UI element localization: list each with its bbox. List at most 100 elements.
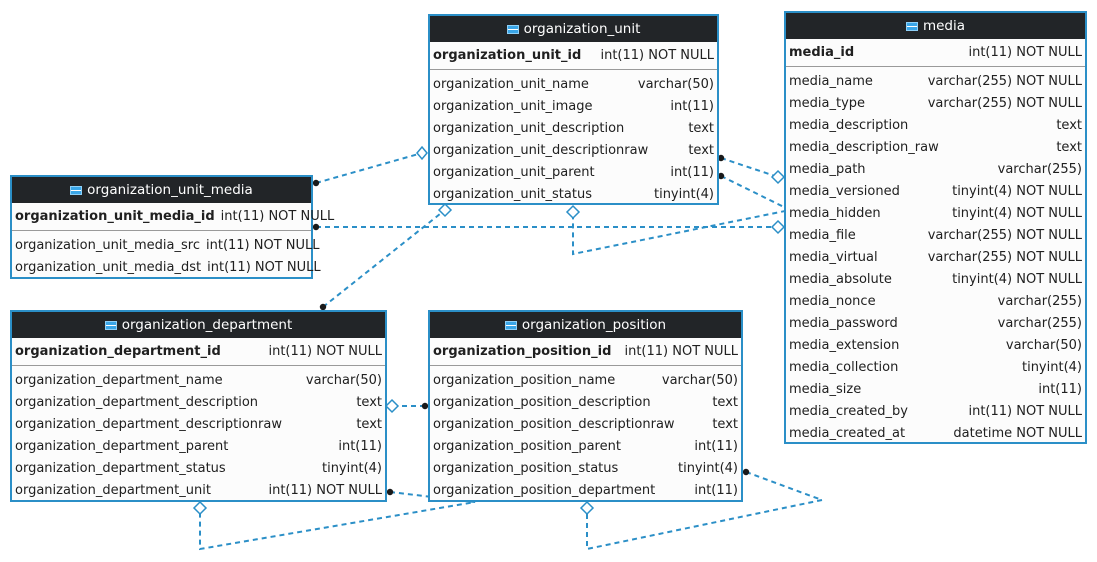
column-type: tinyint(4) (653, 186, 714, 202)
table-header[interactable]: media (786, 13, 1085, 39)
diamond-marker (437, 202, 453, 218)
dot-marker (312, 179, 320, 187)
primary-key-row[interactable]: media_id int(11) NOT NULL (786, 39, 1085, 67)
table-title: organization_position (521, 317, 667, 333)
column-row[interactable]: media_hidden tinyint(4) NOT NULL (786, 202, 1085, 224)
column-type: int(11) NOT NULL (968, 45, 1082, 60)
table-header[interactable]: organization_department (12, 312, 385, 338)
table-organization-unit-media[interactable]: organization_unit_media organization_uni… (10, 175, 334, 279)
column-type: varchar(50) (661, 372, 738, 388)
table-organization-unit[interactable]: organization_unit organization_unit_id i… (428, 14, 719, 205)
column-type: varchar(50) (305, 372, 382, 388)
column-row[interactable]: media_type varchar(255) NOT NULL (786, 92, 1085, 114)
primary-key-row[interactable]: organization_unit_id int(11) NOT NULL (430, 42, 717, 70)
column-type: int(11) NOT NULL (268, 344, 382, 359)
link-department-to-unit (322, 209, 446, 308)
column-name: media_created_by (789, 403, 908, 419)
table-header[interactable]: organization_unit_media (12, 177, 311, 203)
column-type: varchar(255) NOT NULL (927, 95, 1082, 111)
column-name: organization_position_department (433, 482, 656, 498)
column-name: organization_position_parent (433, 438, 621, 454)
column-row[interactable]: media_path varchar(255) (786, 158, 1085, 180)
column-type: text (712, 416, 738, 432)
column-type: int(11) NOT NULL (268, 482, 382, 498)
column-name: organization_unit_name (433, 76, 589, 92)
column-type: varchar(255) NOT NULL (927, 227, 1082, 243)
table-icon (70, 185, 83, 195)
column-type: int(11) NOT NULL (624, 344, 738, 359)
table-header[interactable]: organization_position (430, 312, 741, 338)
diamond-marker (384, 398, 400, 414)
column-name: organization_unit_image (433, 98, 593, 114)
table-header[interactable]: organization_unit (430, 16, 717, 42)
column-type: int(11) (694, 482, 738, 498)
primary-key-row[interactable]: organization_position_id int(11) NOT NUL… (430, 338, 741, 366)
column-row[interactable]: media_nonce varchar(255) (786, 290, 1085, 312)
column-name: media_hidden (789, 205, 881, 221)
table-icon (506, 24, 519, 34)
table-organization-position[interactable]: organization_position organization_posit… (428, 310, 743, 502)
column-name: organization_position_name (433, 372, 616, 388)
link-unit-image-to-media (720, 157, 779, 178)
column-row[interactable]: organization_position_department int(11) (430, 479, 741, 501)
column-name: organization_unit_media_dst (15, 259, 202, 275)
primary-key-row[interactable]: organization_unit_media_id int(11) NOT N… (12, 203, 334, 231)
column-type: varchar(255) (997, 161, 1082, 177)
column-name: media_extension (789, 337, 900, 353)
column-type: text (356, 394, 382, 410)
column-row[interactable]: organization_unit_name varchar(50) (430, 73, 717, 95)
column-type: varchar(50) (637, 76, 714, 92)
column-type: tinyint(4) NOT NULL (952, 205, 1082, 221)
table-media[interactable]: media media_id int(11) NOT NULL media_na… (784, 11, 1087, 444)
dot-marker (312, 223, 320, 231)
column-name: media_path (789, 161, 866, 177)
column-type: int(11) NOT NULL (600, 48, 714, 63)
column-row[interactable]: organization_unit_media_dst int(11) NOT N… (12, 256, 321, 278)
column-name: media_type (789, 95, 866, 111)
column-name: organization_department_name (15, 372, 223, 388)
diamond-marker (565, 204, 581, 220)
column-name: media_nonce (789, 293, 876, 309)
column-type: tinyint(4) NOT NULL (952, 183, 1082, 199)
column-name: media_virtual (789, 249, 878, 265)
column-type: int(11) NOT NULL (207, 259, 321, 275)
column-name: organization_unit_media_src (15, 237, 200, 253)
column-type: varchar(255) (997, 293, 1082, 309)
column-name: organization_unit_description (433, 120, 625, 136)
column-type: text (712, 394, 738, 410)
column-name: media_created_at (789, 425, 906, 441)
column-name: media_description_raw (789, 139, 939, 155)
table-organization-department[interactable]: organization_department organization_dep… (10, 310, 387, 502)
column-row[interactable]: organization_department_name varchar(50) (12, 369, 385, 391)
primary-key-row[interactable]: organization_department_id int(11) NOT N… (12, 338, 385, 366)
column-row[interactable]: organization_position_name varchar(50) (430, 369, 741, 391)
